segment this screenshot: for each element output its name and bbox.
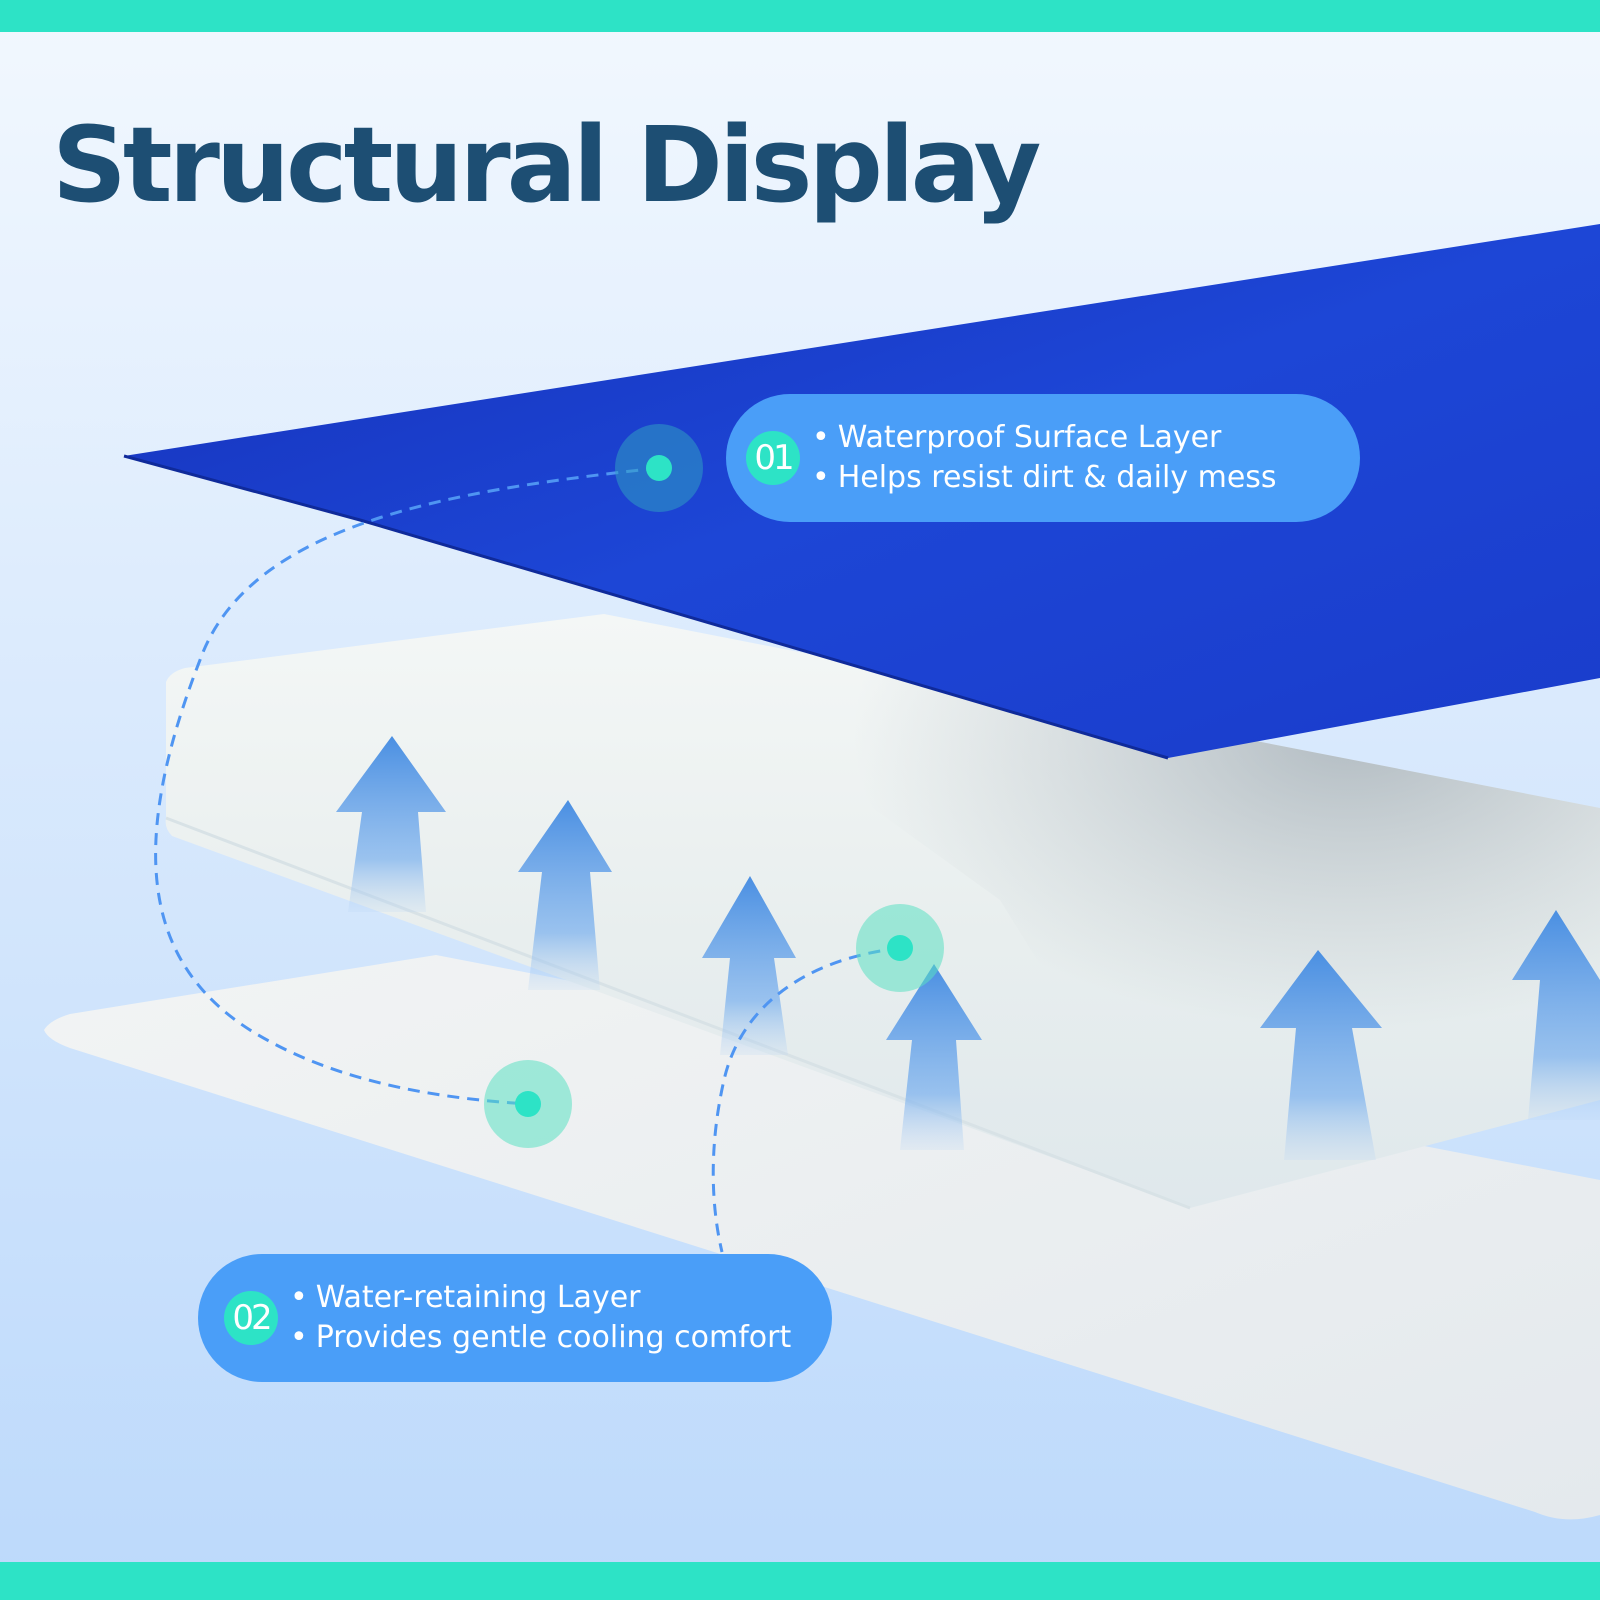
marker-middle <box>856 904 944 992</box>
callout-number-badge: 02 <box>224 1291 278 1345</box>
callout-line: Water-retaining Layer <box>290 1278 791 1318</box>
callout-line: Helps resist dirt & daily mess <box>812 458 1277 498</box>
callout-line: Provides gentle cooling comfort <box>290 1318 791 1358</box>
callout-text: Waterproof Surface Layer Helps resist di… <box>812 418 1277 498</box>
callout-water-retaining: 02 Water-retaining Layer Provides gentle… <box>198 1254 832 1382</box>
marker-02 <box>484 1060 572 1148</box>
marker-01 <box>615 424 703 512</box>
callout-text: Water-retaining Layer Provides gentle co… <box>290 1278 791 1358</box>
callout-number-badge: 01 <box>746 431 800 485</box>
bottom-accent-band <box>0 1562 1600 1600</box>
callout-line: Waterproof Surface Layer <box>812 418 1277 458</box>
callout-waterproof-surface: 01 Waterproof Surface Layer Helps resist… <box>726 394 1360 522</box>
